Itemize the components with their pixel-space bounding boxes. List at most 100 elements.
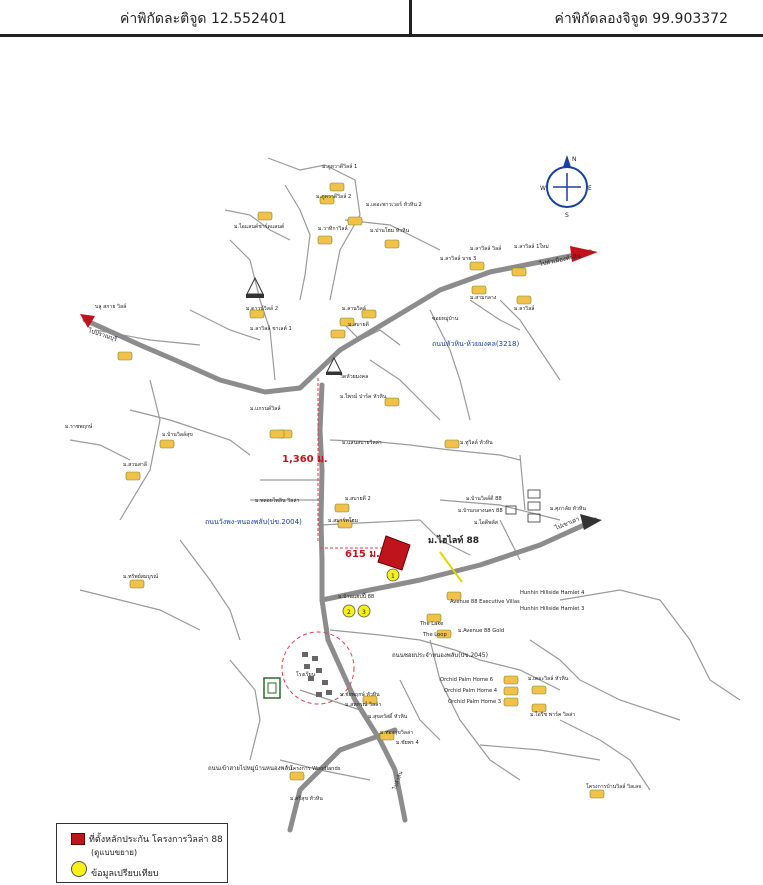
village-label: ม.ลาวิลล์: [514, 305, 534, 312]
latitude-label: ค่าพิกัดละติจูด 12.552401: [120, 11, 287, 27]
school-icon: [263, 677, 281, 699]
landmark-temple: วัดห้วยมงคล: [340, 373, 368, 380]
village-label: ม.ศุภาลัย หัวหิน: [550, 505, 586, 512]
village-label: ม.วาทิกาวิลล์: [318, 225, 348, 232]
header-divider: [409, 0, 412, 37]
marker-1[interactable]: [386, 568, 400, 582]
village-label: ม.ชัยพร 4: [396, 739, 419, 746]
landmark-labels: วัดห้วยมงคล โรงเรียน Hunhin Hillside Ham…: [290, 373, 585, 772]
marker-1-label: 1: [391, 573, 395, 580]
village-label: ม.สบายดี 2: [345, 495, 371, 502]
village-label: ม.ดาวน์วิลล์ 2: [246, 305, 278, 312]
landmark-school: โรงเรียน: [296, 671, 316, 678]
map-legend: ที่ตั้งหลักประกัน โครงการวิลล่า 88 (ดูแบ…: [56, 823, 228, 883]
legend-project-label: ที่ตั้งหลักประกัน โครงการวิลล่า 88: [89, 835, 223, 845]
project-label: ม.ไฮไลท์ 88: [428, 534, 479, 546]
village-label: ม.สมาร์ทโฮม: [328, 517, 358, 524]
legend-project-swatch: [71, 833, 85, 845]
comparison-markers[interactable]: 1 2 3: [342, 568, 400, 618]
landmark-lake: The Lake: [419, 621, 443, 627]
village-label: ม.แกรนด์วิลล์: [250, 405, 281, 412]
marker-3-label: 3: [362, 609, 366, 616]
village-label: ม.สหกรณ์ วิลล่า: [345, 701, 381, 708]
landmark-orchid4: Orchid Palm Home 4: [444, 688, 498, 694]
road-label-2004: ถนนวังพง-หนองพลับ(ปข.2004): [205, 518, 302, 526]
longitude-label: ค่าพิกัดลองจิจูด 99.903372: [554, 11, 728, 27]
arrow-west-icon: [80, 314, 95, 328]
road-label-new: ถนนเข้าสายไปหมู่บ้านหนองพลับ: [208, 764, 292, 772]
compass-n: N: [572, 156, 577, 163]
village-label: ม.ภูหวาดีวิลล์ 2: [316, 193, 351, 200]
village-label: ม.สามกลาง: [470, 295, 497, 301]
main-roads: [82, 249, 598, 833]
compass-w: W: [540, 185, 546, 192]
compass-s: S: [565, 212, 569, 219]
village-label: ม.เดอะวิลล์ หัวหิน: [528, 675, 569, 682]
village-label: ม.ทองสุขวิลล่า: [380, 729, 413, 736]
distance-label-2: 615 ม.: [345, 549, 380, 560]
village-label: ม.ไพรม์ ปาร์ค หัวหิน: [340, 392, 387, 400]
community-area: [281, 631, 355, 705]
village-label: ม.พลอยไพลิน วิลล่า: [255, 496, 299, 504]
village-labels: ม.ภูหวาดีวิลล์ 1 ม.ภูหวาดีวิลล์ 2 ม.เดอะ…: [65, 163, 641, 802]
factory-icons: [505, 489, 541, 523]
village-label: บลู สกาย วิลล์: [95, 303, 126, 310]
village-label: ม.ลาวิลล์ บาย 3: [440, 255, 476, 262]
village-label: ม.ลานวิลล์: [342, 305, 366, 312]
arrow-east-icon: [570, 246, 598, 262]
road-label-hua-hin-west: ไปหัวหิน: [390, 769, 405, 791]
village-label: ม.ลาวิลล์ วิลล์: [470, 245, 501, 252]
distance-label-1: 1,360 ม.: [282, 454, 328, 465]
village-icons: [117, 182, 605, 799]
village-label: ม.ชัยพฤกษ์ หัวหิน: [340, 691, 380, 698]
road-label-soi: ซอยหมู่บ้าน: [432, 315, 459, 322]
village-label: ม.ไอริช พาร์ค วิลล่า: [530, 710, 575, 718]
marker-2-label: 2: [347, 609, 351, 616]
arrow-east-2-icon: [580, 514, 602, 530]
landmark-woodlands: โครงการ Woodlands: [290, 765, 341, 772]
landmark-hillside3: Hunhin Hillside Hamlet 3: [520, 606, 584, 612]
village-label: ม.ลาวิลล์ ชาเลต์ 1: [250, 325, 292, 332]
legend-compare-swatch: [71, 861, 87, 877]
coordinates-header: ค่าพิกัดละติจูด 12.552401 ค่าพิกัดลองจิจ…: [0, 0, 763, 37]
legend-project-sub: (ดูแบบขยาย): [91, 848, 138, 857]
project-pointer: [439, 551, 463, 583]
road-label-main: ถนนหัวหิน-ห้วยมงคล(3218): [432, 340, 519, 348]
landmark-orchid6: Orchid Palm Home 6: [440, 677, 493, 683]
village-label: ม.สุขสวัสดิ์ หัวหิน: [368, 712, 408, 720]
village-label: ม.ปานโฮม หัวหิน: [370, 227, 410, 234]
compass-rose-icon: N E S W: [540, 155, 592, 219]
minor-roads: [69, 157, 741, 791]
village-label: ม.สบายดี: [348, 321, 369, 328]
village-label: ม.ทรัพย์สมบูรณ์: [123, 573, 158, 580]
landmark-avenue-exec: Avenue 88 Executive Villas: [450, 599, 520, 605]
village-label: โครงการบ้านวิลล์ วิลเลจ: [586, 783, 641, 790]
village-label: ม.ทูวิลล์ หัวหิน: [460, 439, 493, 446]
village-label: ม.ไอแลนด์ชาร์ดแลนด์: [234, 222, 284, 230]
village-label: ม.ราชพฤกษ์: [65, 423, 93, 430]
marker-2[interactable]: [342, 604, 356, 618]
temple-2-icon: [326, 356, 342, 375]
road-label-hua-hin: ไปตัวเมืองหัวหิน: [538, 251, 582, 268]
village-label: ม.บ้านวิลล์สุข: [162, 431, 193, 438]
legend-compare-label: ข้อมูลเปรียบเทียบ: [91, 869, 159, 879]
landmark-loop: The Loop: [422, 632, 447, 638]
village-label: ม.ภูหวาดีวิลล์ 1: [322, 163, 357, 170]
compass-e: E: [588, 185, 592, 192]
project-site-marker[interactable]: [377, 535, 411, 571]
village-label: ม.แสนสบายวิลล่า: [342, 439, 382, 446]
landmark-hillside4: Hunhin Hillside Hamlet 4: [520, 590, 585, 596]
road-label-2045: ถนนซอยประจำหนองพลับ(ปข.2045): [392, 652, 488, 659]
village-label: ม.เดอะพาวเวอร์ หัวหิน 2: [366, 201, 422, 208]
direction-arrows: [80, 246, 602, 530]
distance-lines: [317, 378, 388, 549]
landmark-orchid3: Orchid Palm Home 3: [448, 699, 501, 705]
village-label: ม.ไอดีพลัส: [474, 518, 499, 526]
village-label: ม.บ้านกลางนคร 88: [458, 507, 503, 514]
marker-3[interactable]: [357, 604, 371, 618]
village-label: ม.บ้านวิลล์ดี 88: [466, 495, 502, 502]
village-label: ม.ลาวิลล์ 1ใหม่: [514, 243, 549, 250]
community-buildings: [302, 652, 332, 697]
village-label: ม.บ้านแฮปปี้ 88: [338, 592, 374, 600]
